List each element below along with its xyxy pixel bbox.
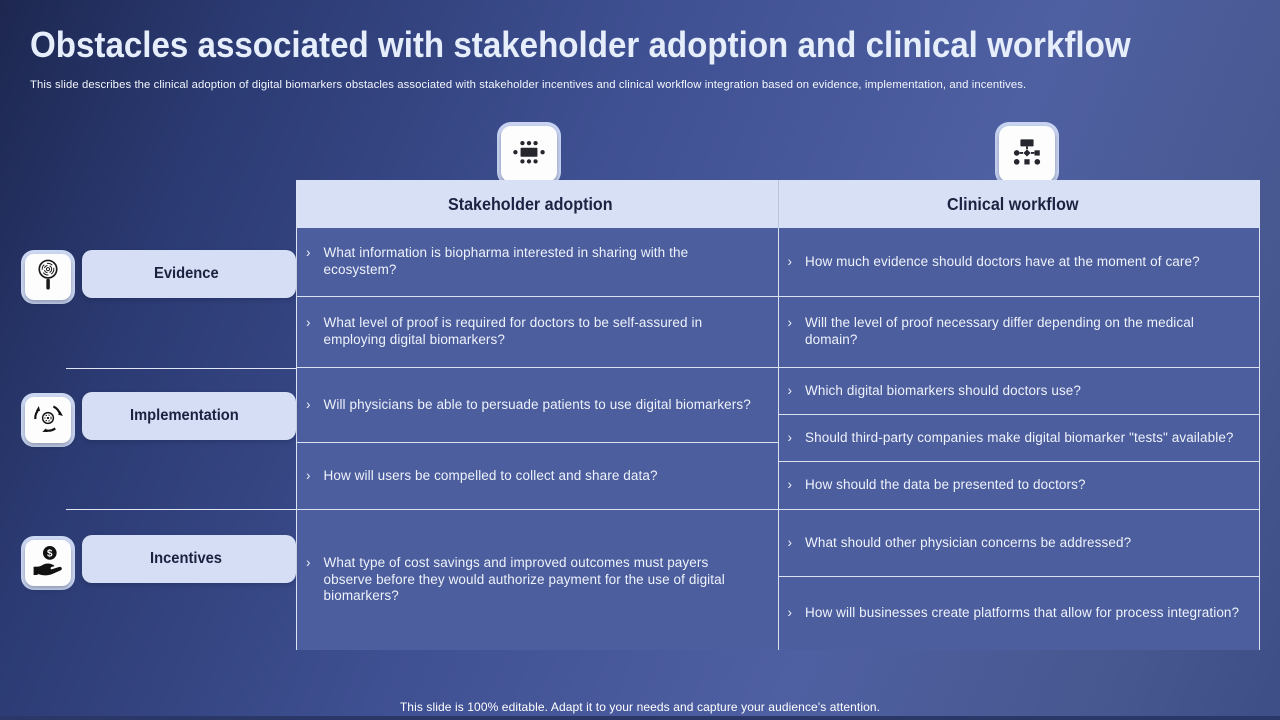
table-cell: › What information is biopharma interest…	[297, 228, 778, 297]
table-cell: › How will users be compelled to collect…	[297, 443, 778, 510]
evidence-icon-tile	[21, 250, 75, 304]
fingerprint-magnifier-icon	[33, 257, 63, 298]
chevron-bullet-icon: ›	[306, 245, 311, 261]
chevron-bullet-icon: ›	[787, 605, 793, 621]
table-cell: › How much evidence should doctors have …	[778, 228, 1259, 297]
column-header-stakeholder-adoption: Stakeholder adoption	[297, 180, 778, 228]
chevron-bullet-icon: ›	[787, 477, 793, 493]
obstacles-table: Stakeholder adoption Clinical workflow ›…	[296, 180, 1260, 650]
chevron-bullet-icon: ›	[787, 534, 793, 550]
table-cell: › How should the data be presented to do…	[778, 462, 1259, 510]
chevron-bullet-icon: ›	[306, 396, 311, 412]
chevron-bullet-icon: ›	[306, 467, 311, 483]
chevron-bullet-icon: ›	[787, 382, 793, 398]
clinical-workflow-icon-tile	[995, 122, 1059, 186]
hand-coin-icon: $	[30, 543, 66, 584]
table-cell: › How will businesses create platforms t…	[778, 577, 1259, 650]
process-sync-icon	[29, 400, 66, 441]
slide-subtitle: This slide describes the clinical adopti…	[30, 79, 1027, 91]
implementation-icon-tile	[21, 393, 75, 447]
footer-note: This slide is 100% editable. Adapt it to…	[399, 700, 881, 714]
row-label-evidence: Evidence	[82, 250, 296, 298]
table-cell: › What type of cost savings and improved…	[297, 510, 778, 650]
table-header-row: Stakeholder adoption Clinical workflow	[297, 180, 1259, 228]
table-cell: › What should other physician concerns b…	[778, 510, 1259, 577]
row-label-implementation: Implementation	[82, 392, 296, 440]
table-cell: › What level of proof is required for do…	[297, 297, 778, 368]
stakeholder-adoption-icon-tile	[497, 122, 561, 186]
clinical-workflow-column: › How much evidence should doctors have …	[777, 228, 1259, 650]
table-cell: › Which digital biomarkers should doctor…	[778, 368, 1259, 415]
chevron-bullet-icon: ›	[787, 253, 793, 269]
table-cell: › Will physicians be able to persuade pa…	[297, 368, 778, 443]
table-cell: › Should third-party companies make digi…	[778, 415, 1259, 462]
chevron-bullet-icon: ›	[306, 315, 311, 331]
group-divider-line	[66, 508, 296, 510]
meeting-table-icon	[510, 137, 548, 172]
page-title: Obstacles associated with stakeholder ad…	[30, 24, 1131, 65]
svg-text:$: $	[47, 548, 53, 559]
chevron-bullet-icon: ›	[306, 554, 311, 570]
table-cell: › Will the level of proof necessary diff…	[778, 297, 1259, 368]
bottom-edge-bar	[0, 716, 1280, 720]
incentives-icon-tile: $	[21, 536, 75, 590]
flowchart-icon	[1008, 137, 1046, 172]
column-header-clinical-workflow: Clinical workflow	[777, 180, 1259, 228]
chevron-bullet-icon: ›	[787, 429, 793, 445]
row-label-incentives: Incentives	[82, 535, 296, 583]
group-divider-line	[66, 367, 296, 369]
chevron-bullet-icon: ›	[787, 315, 793, 331]
stakeholder-adoption-column: › What information is biopharma interest…	[297, 228, 778, 650]
